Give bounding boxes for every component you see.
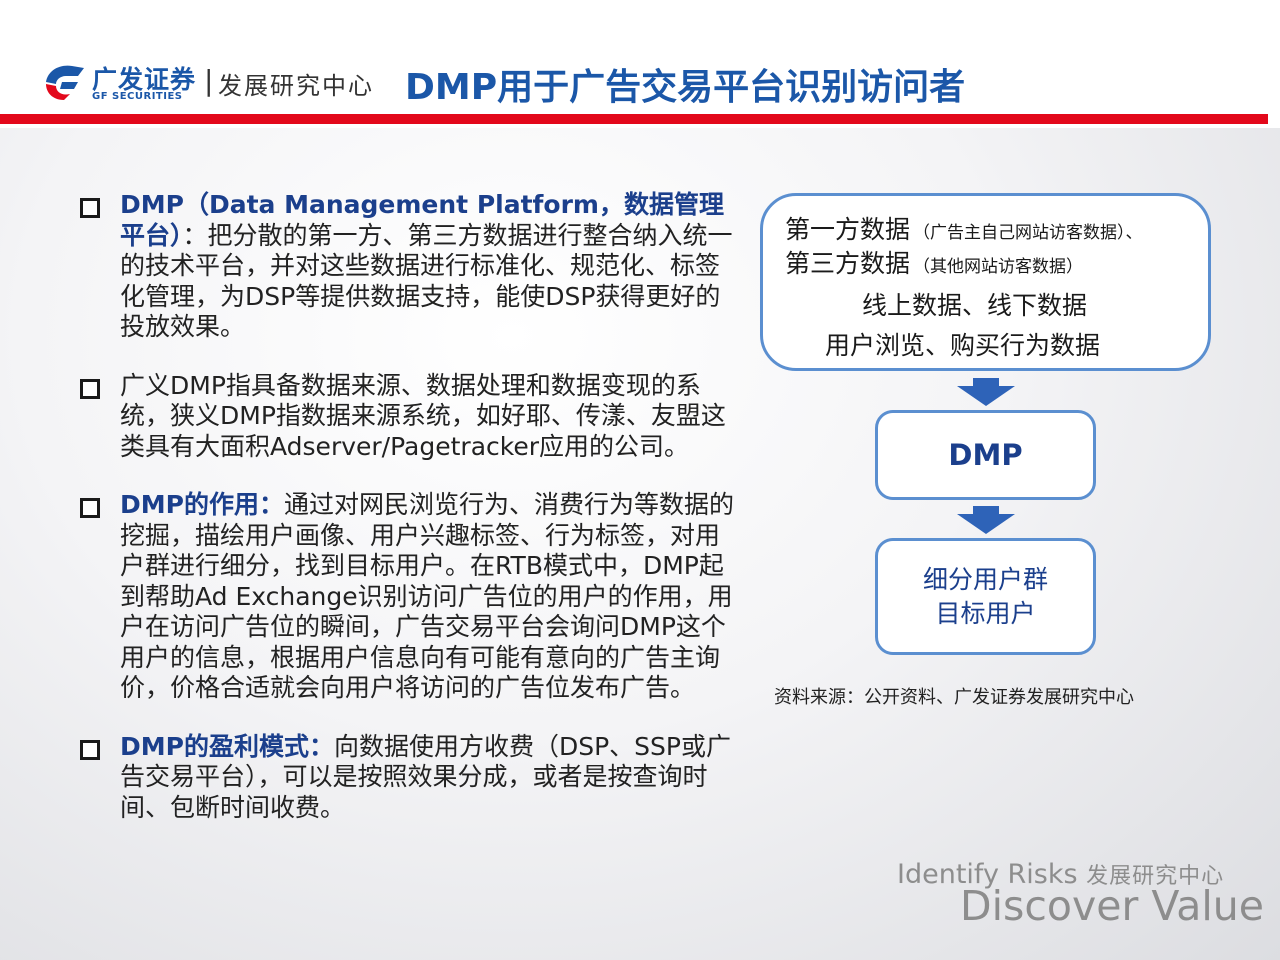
gf-logo-icon: [46, 65, 84, 100]
bullet-bold-text: DMP（Data Management Platform，数据管理平台）: [120, 190, 724, 250]
down-arrow-icon: [957, 378, 1015, 406]
first-party-note: （广告主自己网站访客数据）、: [913, 223, 1143, 243]
logo-separator: |: [204, 64, 214, 97]
bullet-square-icon: [80, 378, 100, 399]
logo-english-text: GF SECURITIES: [92, 91, 183, 102]
bullet-item-revenue-model: DMP的盈利模式：向数据使用方收费（DSP、SSP或广告交易平台），可以是按照效…: [80, 732, 740, 824]
bullet-text: 广义DMP指具备数据来源、数据处理和数据变现的系统，狭义DMP指数据来源系统，如…: [120, 370, 726, 461]
bullet-text: 通过对网民浏览行为、消费行为等数据的挖掘，描绘用户画像、用户兴趣标签、行为标签，…: [120, 490, 734, 702]
third-party-note: （其他网站访客数据）: [913, 257, 1083, 277]
bullet-list: DMP（Data Management Platform，数据管理平台）：把分散…: [80, 190, 740, 851]
bullet-item-scope: 广义DMP指具备数据来源、数据处理和数据变现的系统，狭义DMP指数据来源系统，如…: [80, 371, 740, 463]
page-title: DMP用于广告交易平台识别访问者: [405, 67, 966, 108]
watermark-en: Identify Risks: [897, 859, 1078, 890]
logo-subtitle: 发展研究中心: [218, 72, 374, 100]
target-label: 目标用户: [935, 599, 1036, 628]
bullet-item-definition: DMP（Data Management Platform，数据管理平台）：把分散…: [80, 190, 740, 343]
bullet-square-icon: [80, 739, 100, 760]
bullet-square-icon: [80, 498, 100, 518]
logo-text: 广发证券: [92, 65, 197, 94]
watermark-line-1: Identify Risks 发展研究中心: [897, 858, 1224, 890]
third-party-label: 第三方数据: [785, 249, 911, 278]
header: 广发证券 GF SECURITIES | 发展研究中心 DMP用于广告交易平台识…: [0, 0, 1280, 128]
bullet-square-icon: [80, 198, 100, 218]
bullet-bold-text: DMP的作用：: [120, 490, 284, 519]
online-offline-label: 线上数据、线下数据: [862, 291, 1088, 320]
behavior-data-label: 用户浏览、购买行为数据: [825, 331, 1101, 360]
header-divider: [0, 114, 1268, 124]
watermark-cn: 发展研究中心: [1086, 864, 1225, 889]
first-party-label: 第一方数据: [785, 215, 911, 244]
bullet-text: 向数据使用方收费（DSP、SSP或广告交易平台），可以是按照效果分成，或者是按查…: [120, 731, 731, 822]
dmp-label: DMP: [948, 438, 1023, 472]
bullet-text: ：把分散的第一方、第三方数据进行整合纳入统一的技术平台，并对这些数据进行标准化、…: [120, 220, 733, 342]
data-sources-box: 第一方数据 （广告主自己网站访客数据）、 第三方数据 （其他网站访客数据） 线上…: [760, 193, 1211, 371]
segment-labels: 细分用户群 目标用户: [878, 563, 1093, 631]
target-users-box: 细分用户群 目标用户: [875, 538, 1096, 655]
segment-label: 细分用户群: [922, 565, 1048, 594]
down-arrow-icon: [957, 506, 1015, 534]
bullet-item-function: DMP的作用：通过对网民浏览行为、消费行为等数据的挖掘，描绘用户画像、用户兴趣标…: [80, 490, 740, 704]
source-note: 资料来源：公开资料、广发证券发展研究中心: [774, 687, 1134, 708]
bullet-bold-text: DMP的盈利模式：: [120, 731, 334, 761]
watermark-line-2: Discover Value: [960, 882, 1264, 930]
dmp-box: DMP: [875, 410, 1096, 500]
